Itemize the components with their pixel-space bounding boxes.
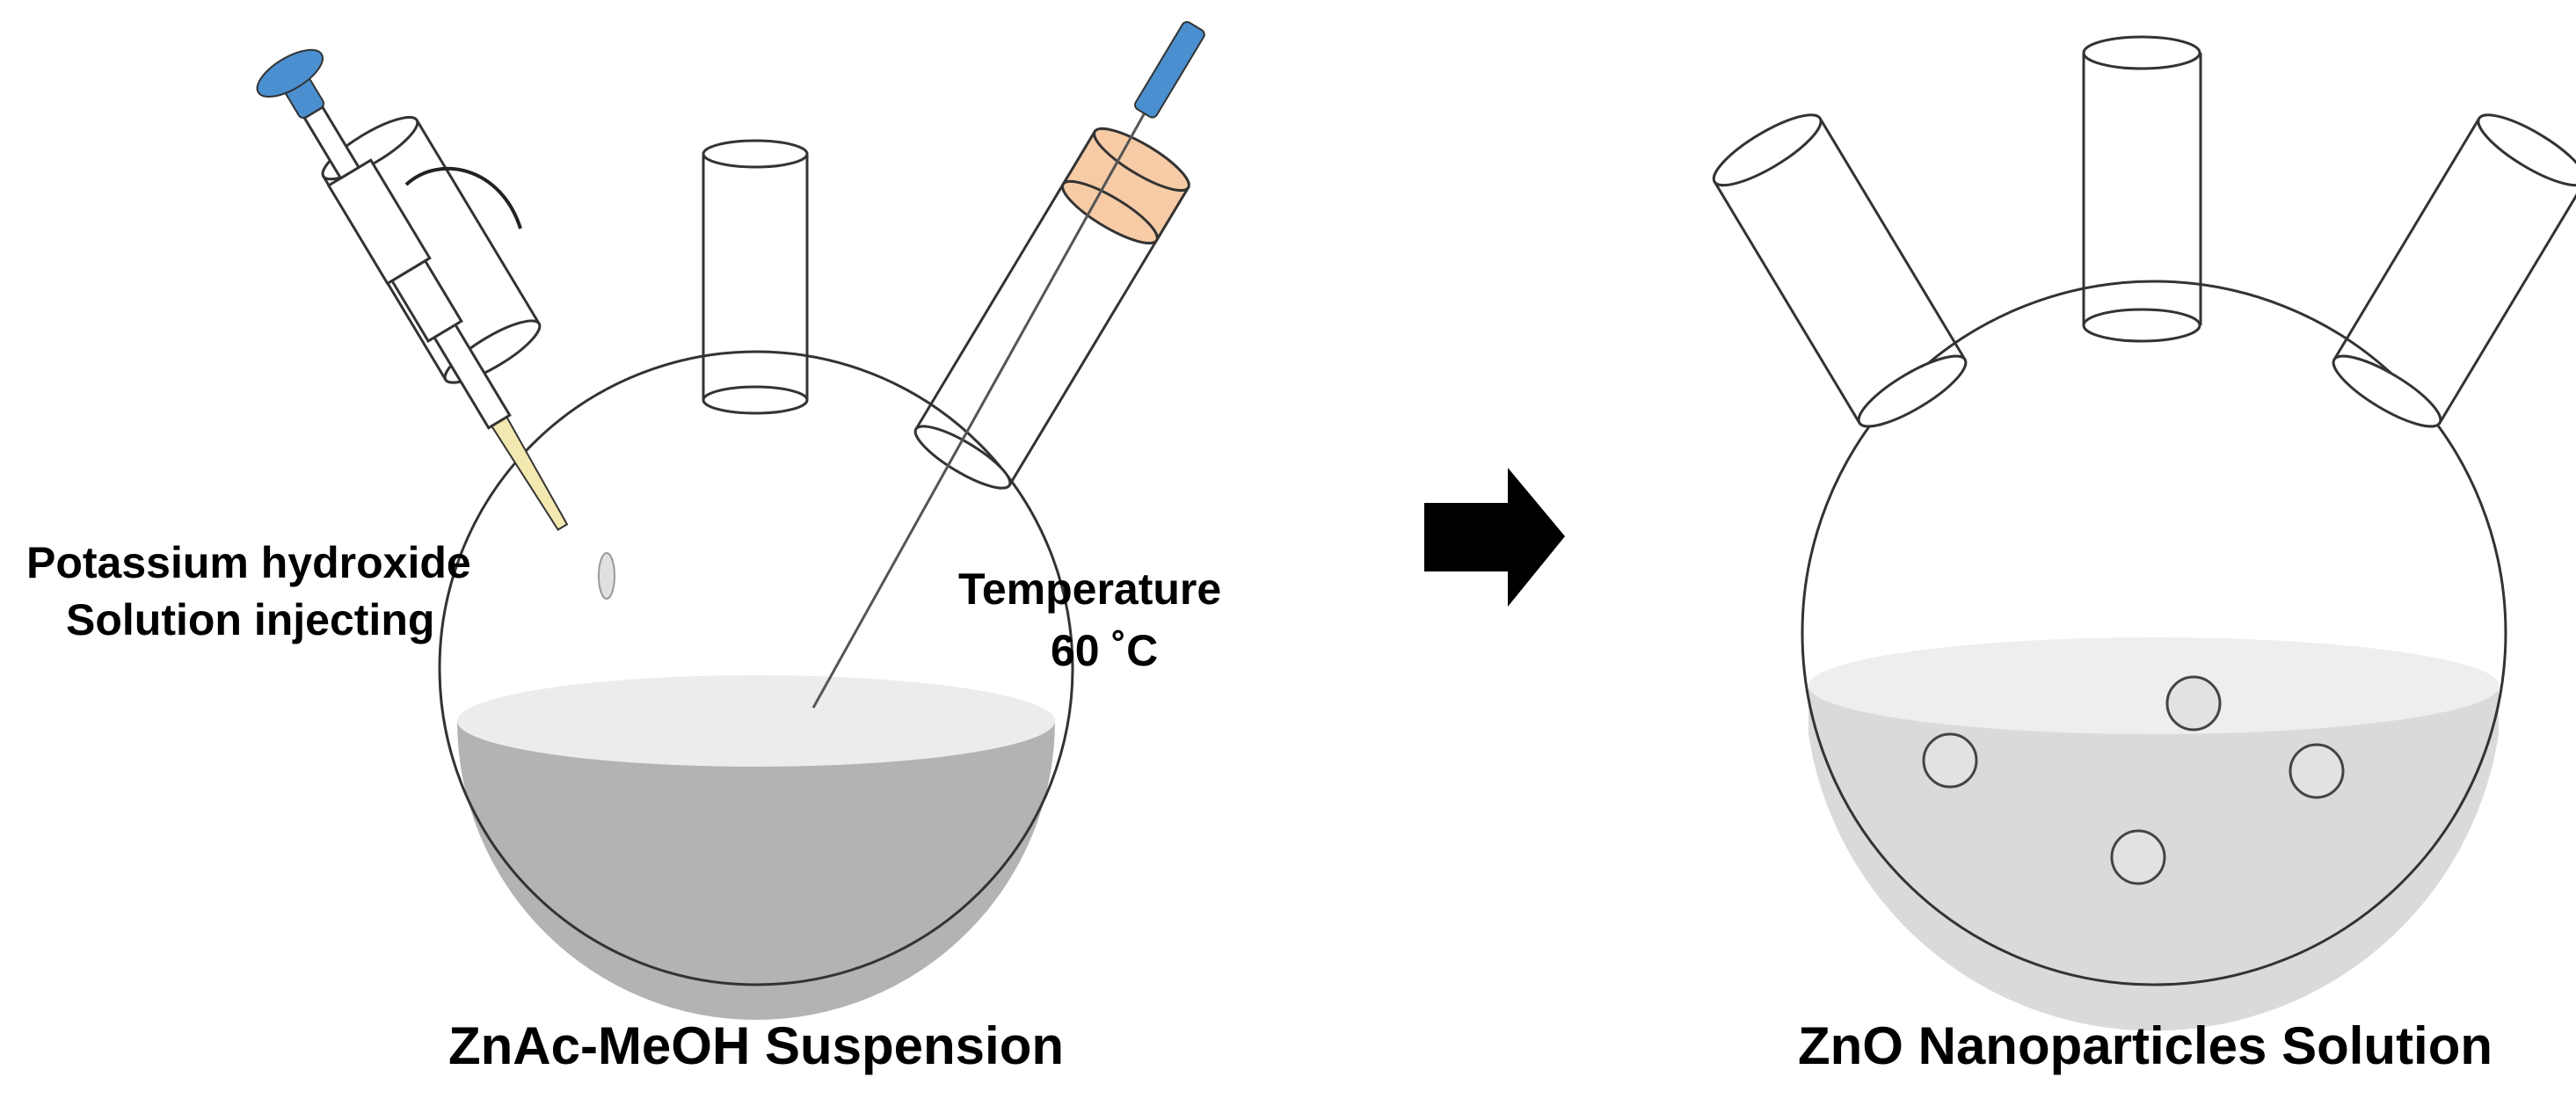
nanoparticle <box>1922 732 1978 789</box>
right-flask-liquid-surface <box>1808 637 2500 734</box>
injection-label-line1: Potassium hydroxide <box>26 538 471 587</box>
right-flask <box>1712 35 2576 1031</box>
right-flask-body <box>1801 280 2507 986</box>
left-flask-caption: ZnAc-MeOH Suspension <box>448 1016 1065 1075</box>
thermometer-probe <box>811 21 1205 709</box>
right-flask-right-neck <box>2332 113 2576 428</box>
nanoparticle <box>2165 675 2222 731</box>
injection-label-line2: Solution injecting <box>66 595 435 644</box>
left-flask-liquid <box>457 721 1055 1020</box>
left-flask-liquid-surface <box>457 675 1055 767</box>
syringe <box>256 48 569 531</box>
right-flask-left-neck <box>1712 113 1968 428</box>
nanoparticle <box>2289 743 2345 799</box>
left-flask <box>256 21 1205 1020</box>
temperature-label-line2: 60 ˚C <box>1051 626 1159 675</box>
left-flask-left-neck <box>321 115 542 384</box>
right-flask-center-neck <box>2082 35 2202 343</box>
temperature-label-line1: Temperature <box>958 564 1222 614</box>
nanoparticle <box>2110 829 2166 885</box>
left-flask-body <box>438 350 1074 986</box>
droplet <box>598 552 615 600</box>
left-flask-center-neck <box>702 139 809 415</box>
right-flask-caption: ZnO Nanoparticles Solution <box>1797 1016 2493 1075</box>
process-arrow <box>1424 468 1565 607</box>
septum-stopper <box>1061 127 1190 245</box>
